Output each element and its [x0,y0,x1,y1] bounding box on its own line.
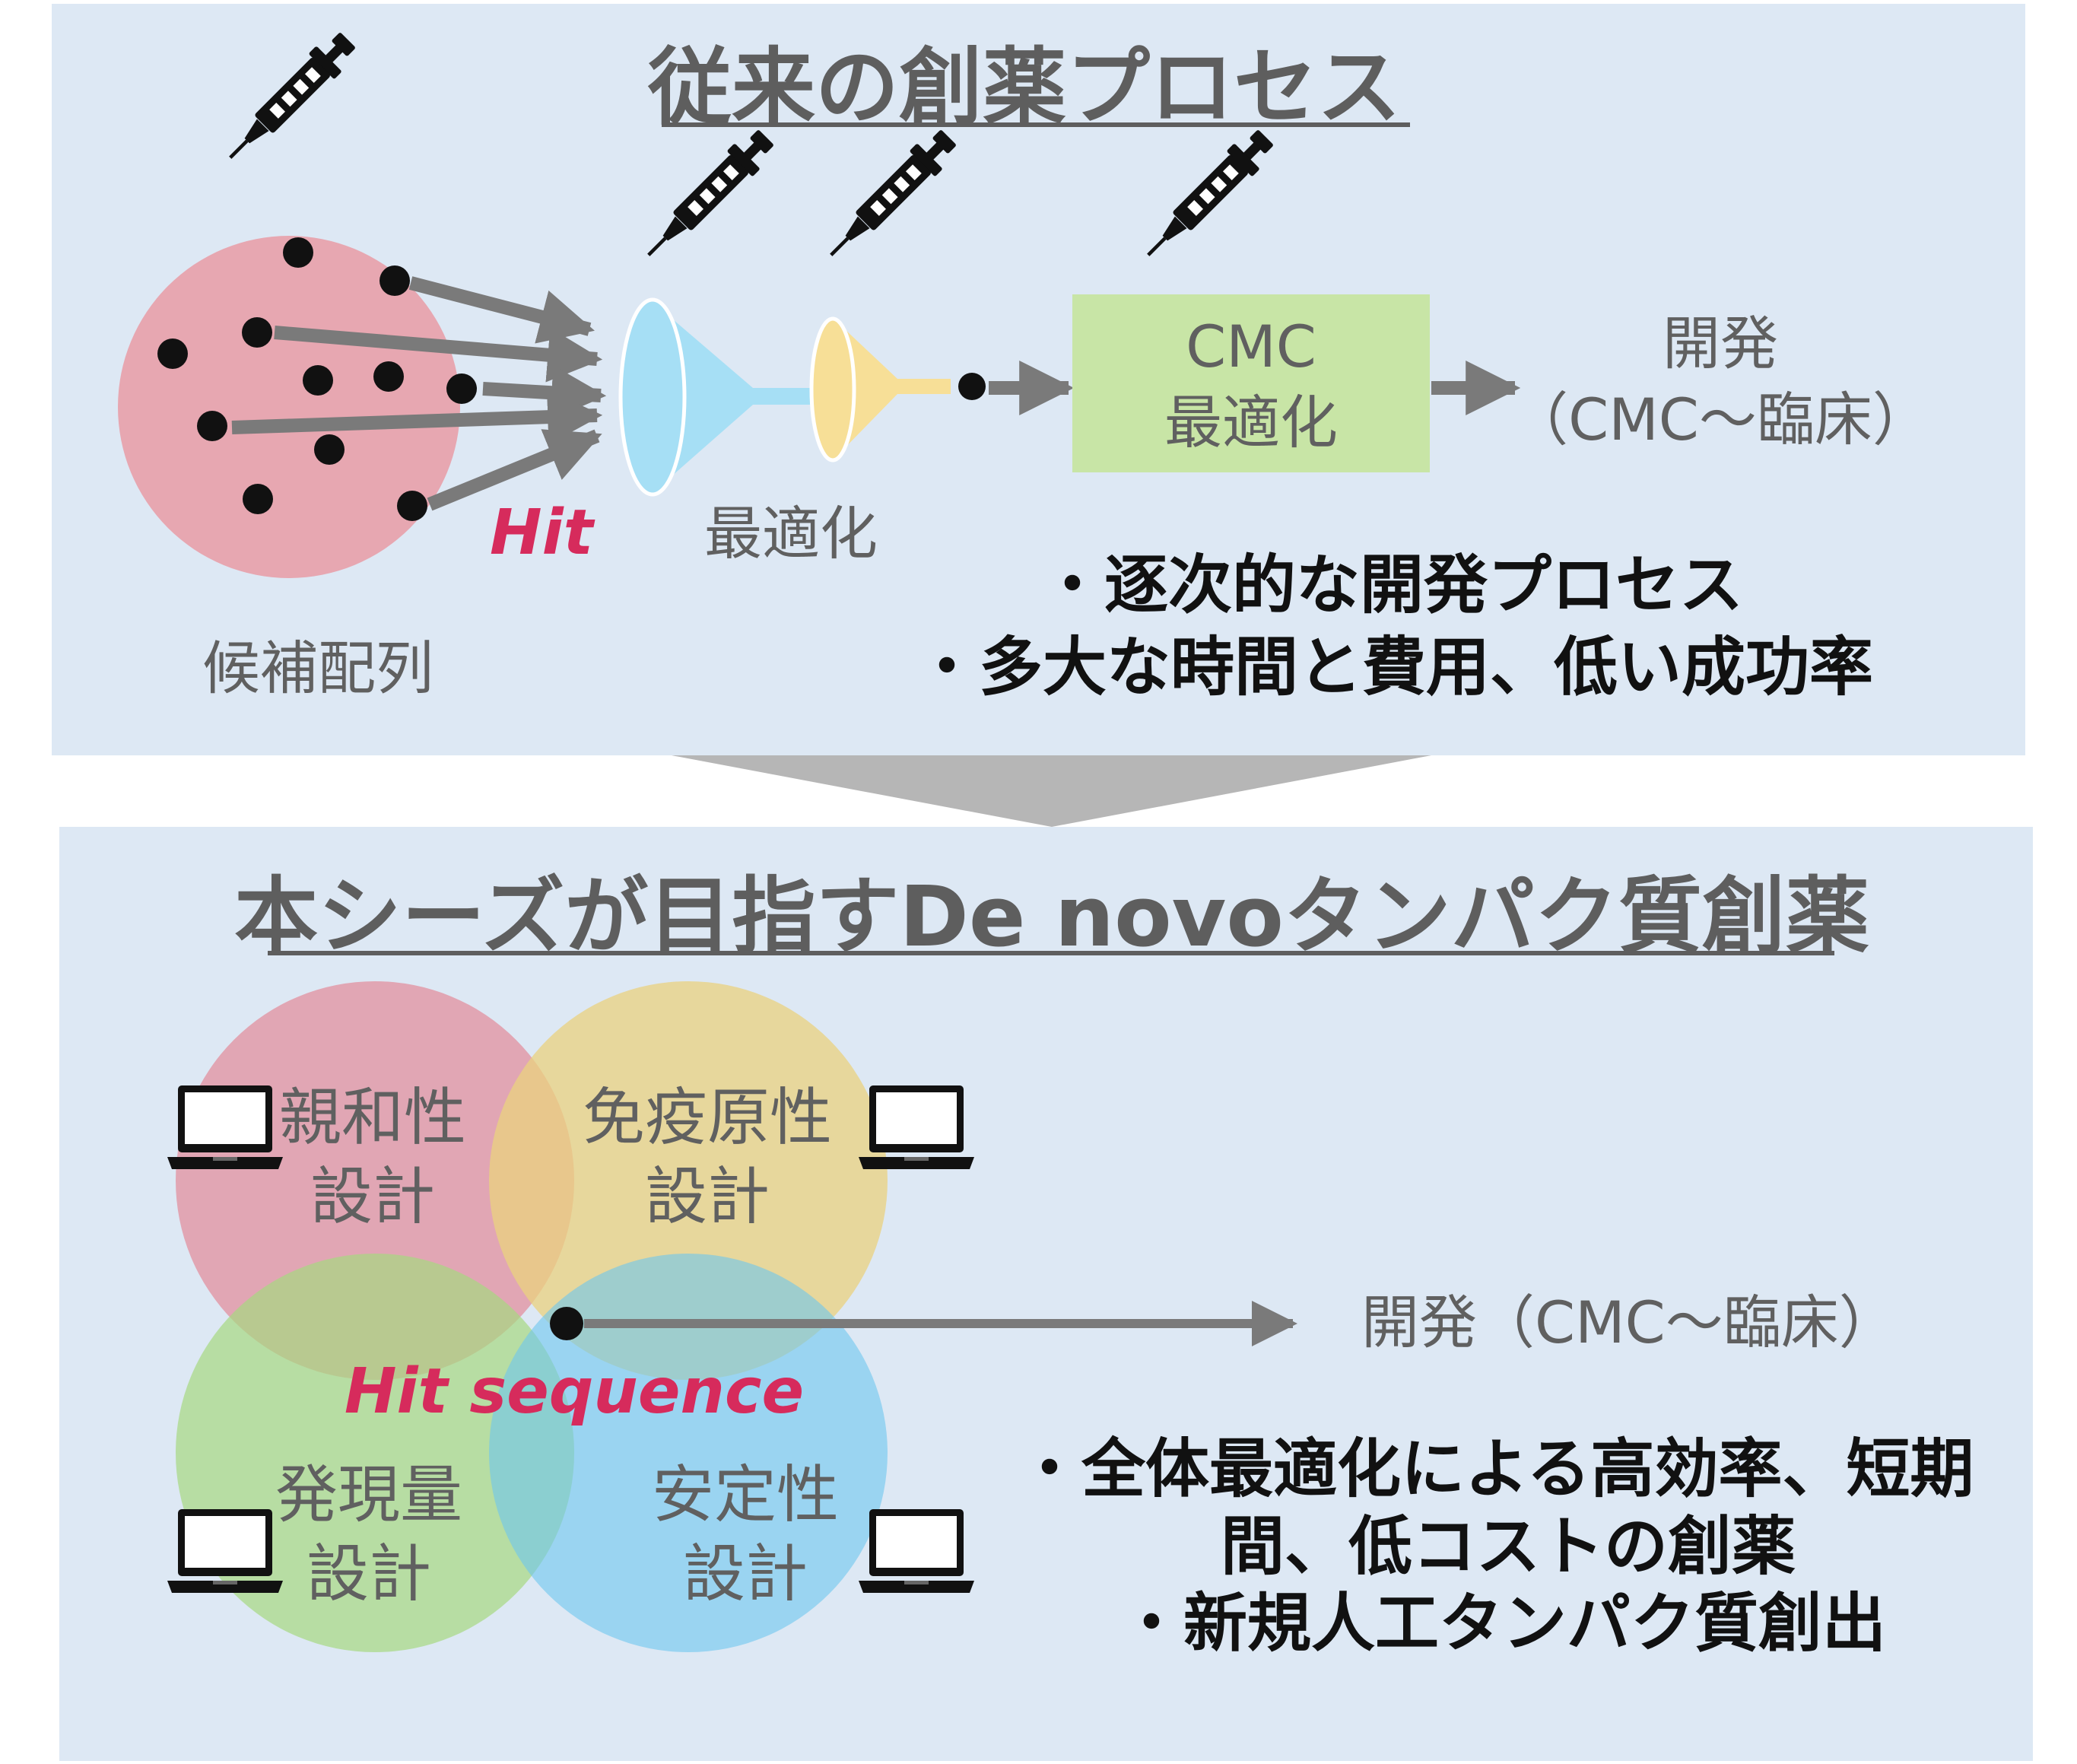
funnel-yellow-icon [809,316,951,462]
development-label: 開発（CMC～臨床） [1361,1289,1897,1356]
venn-stability-circle [489,1254,888,1652]
affinity-design-label: 設計 [310,1161,435,1233]
immunogenicity-label: 免疫原性 [583,1082,832,1154]
affinity-label: 親和性 [279,1082,466,1154]
top-bullet-2: ・多大な時間と費用、低い成功率 [915,630,1873,704]
stability-label: 安定性 [652,1459,839,1531]
expression-label: 発現量 [275,1459,462,1531]
venn-immunogenicity-circle [489,981,888,1380]
hit-label: Hit [490,497,595,569]
venn-expression-circle [176,1254,574,1652]
bottom-title: 本シーズが目指すDe novoタンパク質創薬 [234,868,1869,965]
cmc-optimization-label: 最適化 [1164,389,1338,456]
venn-affinity-circle [176,981,574,1380]
hit-sequence-dot [550,1307,583,1340]
pipette-icon [1135,124,1279,269]
hit-sequence-label: Hit sequence [345,1356,804,1428]
funnel-blue-icon [618,297,814,497]
laptop-icon [859,1509,974,1593]
immunogenicity-design-label: 設計 [645,1161,770,1233]
candidate-pool-circle [118,236,460,578]
cmc-label: CMC [1186,313,1316,380]
venn-diagram [176,981,888,1652]
screening-arrows [231,276,607,511]
pipette-icon [635,124,780,269]
pipette-icon [217,27,361,171]
transition-arrow [672,755,1431,827]
bottom-bullet-2: ・新規人工タンパク質創出 [1119,1586,1886,1661]
optimization-label: 最適化 [704,500,878,567]
stability-design-label: 設計 [683,1538,808,1610]
top-title: 従来の創薬プロセス [647,39,1401,136]
hit-dot [958,373,986,400]
development-label: 開発 [1663,310,1778,377]
bottom-bullet-1-line1: ・全体最適化による高効率、短期 [1018,1432,1974,1506]
bottom-bullet-1-line2: 間、低コストの創薬 [1221,1509,1796,1584]
candidates-label: 候補配列 [202,634,434,702]
development-phase-label: （CMC～臨床） [1510,386,1930,453]
cmc-optimization-box [1072,294,1430,472]
expression-design-label: 設計 [306,1538,431,1610]
candidate-dots [157,237,477,521]
top-bullet-1: ・逐次的な開発プロセス [1040,548,1743,622]
pipette-icon [818,124,962,269]
